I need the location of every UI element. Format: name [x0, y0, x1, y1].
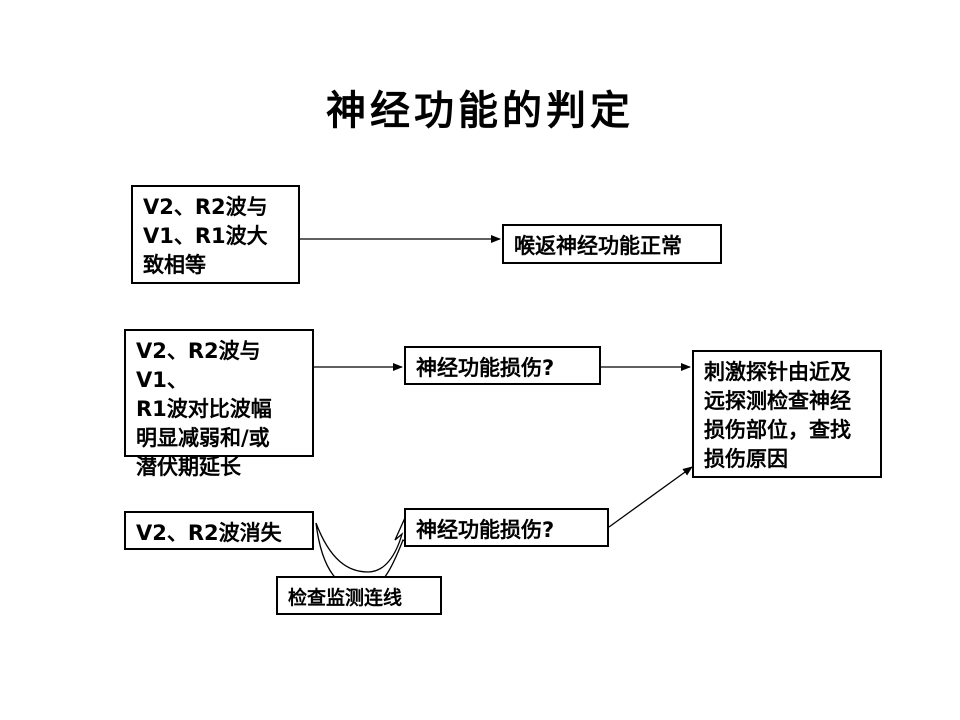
condition-box-waves-reduced: V2、R2波与V1、 R1波对比波幅 明显减弱和/或 潜伏期延长: [124, 329, 314, 479]
result-box-nerve-damage-1: 神经功能损伤?: [404, 346, 601, 385]
condition-box-waves-disappear: V2、R2波消失: [124, 511, 314, 550]
action-box-check-leads: 检查监测连线: [276, 576, 442, 615]
condition-box-waves-equal: V2、R2波与 V1、R1波大 致相等: [131, 185, 300, 284]
result-box-nerve-damage-2: 神经功能损伤?: [404, 508, 609, 547]
action-box-probe-search: 刺激探针由近及 远探测检查神经 损伤部位，查找 损伤原因: [692, 350, 882, 478]
result-box-nerve-normal: 喉返神经功能正常: [502, 224, 722, 264]
page-title: 神经功能的判定: [326, 88, 634, 134]
arrow-damage2-to-probe: [608, 466, 693, 528]
